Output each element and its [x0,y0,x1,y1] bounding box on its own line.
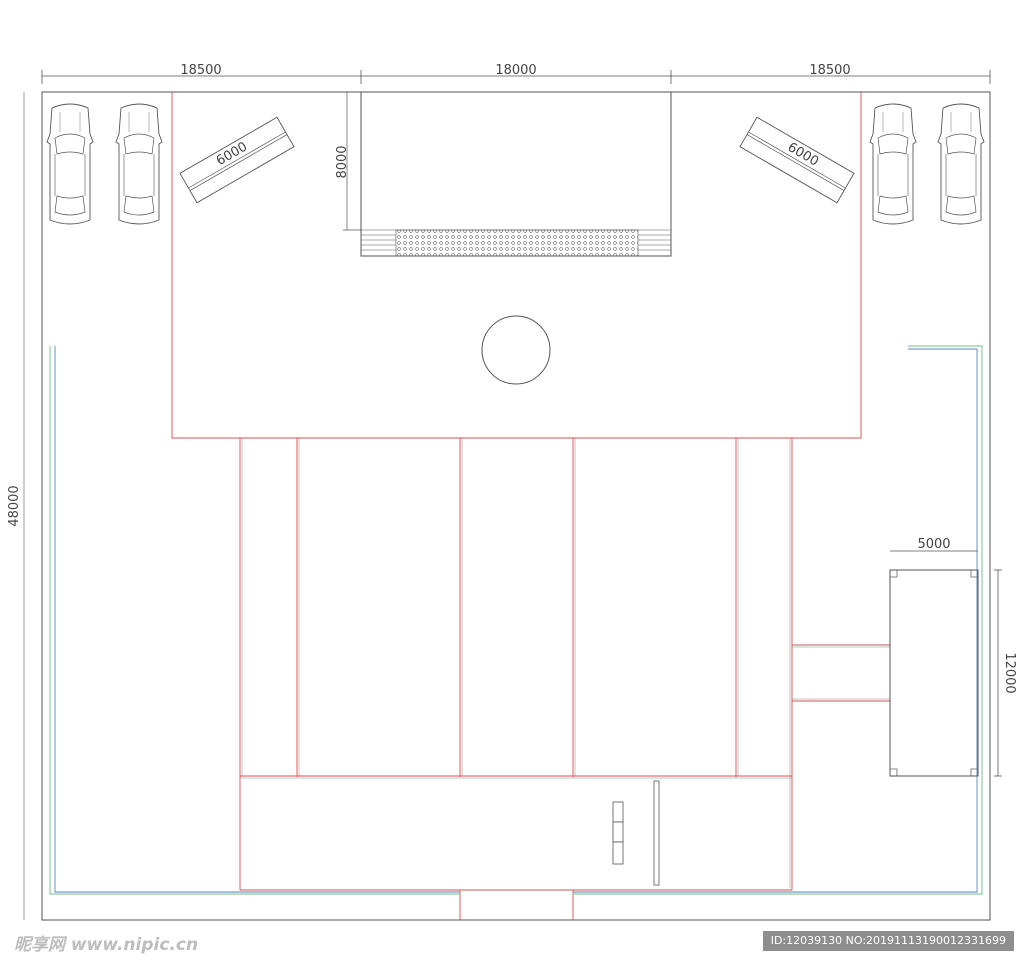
booth-corner-marks [889,569,979,777]
booth-corridor [792,644,890,702]
dim-top-left: 18500 [180,63,221,78]
ramp-right: 6000 [739,116,855,204]
dim-top-right: 18500 [809,63,850,78]
bottom-entrance [459,890,574,920]
round-fountain [481,315,551,385]
stage-depth-dimension [343,92,361,231]
counter-stack [612,801,624,865]
bar-table [653,780,660,886]
top-dimension-line [41,70,991,84]
dim-booth-height: 12000 [1002,652,1017,693]
booth-corridor-inner [792,646,890,700]
car-2 [115,103,163,225]
car-3 [869,103,917,225]
dim-top-middle: 18000 [495,63,536,78]
ramp-left: 6000 [179,116,295,204]
watermark-site: 昵享网 www.nipic.cn [14,935,199,955]
perimeter-fence-left [49,346,460,895]
stage-carpet [395,229,639,257]
dim-booth-width: 5000 [917,537,950,552]
dim-left-height: 48000 [7,485,22,526]
car-4 [937,103,985,225]
booth [889,569,979,777]
hall-inner-lines [240,438,792,888]
plaza-outline [171,92,862,439]
hall-columns [239,438,793,891]
watermark-id: ID:12039130 NO:20191113190012331699 [762,931,1014,951]
car-1 [46,103,94,225]
perimeter-fence-right [573,345,983,895]
dim-stage-depth: 8000 [335,145,350,178]
booth-height-line [994,569,1002,777]
